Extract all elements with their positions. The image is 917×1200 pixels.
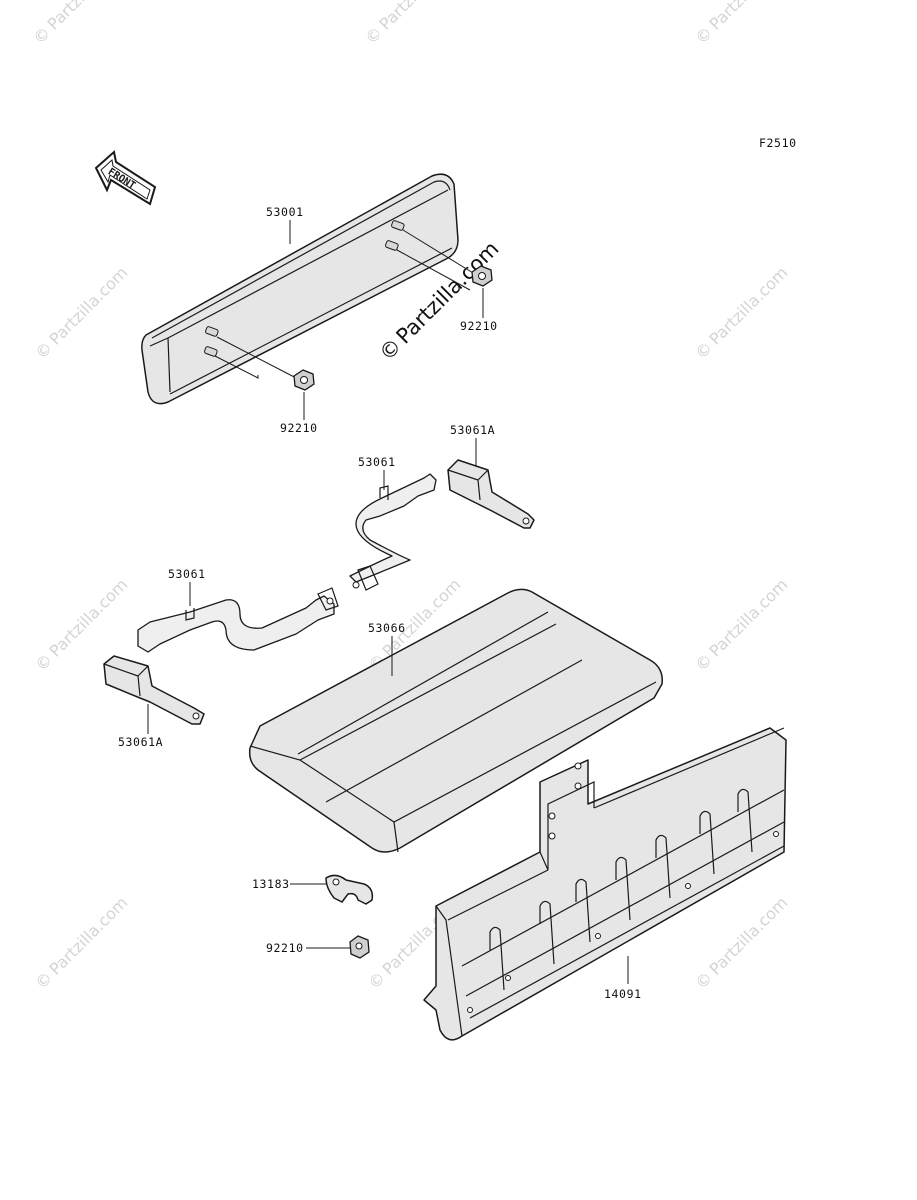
- strap-band-top: [349, 473, 437, 591]
- watermark-text: Partzilla.com: [706, 0, 792, 34]
- strap-bracket-top: [447, 459, 535, 529]
- strap-band-left: [137, 587, 339, 653]
- callout-53001: 53001: [266, 205, 304, 219]
- callout-53061A-left: 53061A: [118, 735, 163, 749]
- front-arrow: FRONT: [94, 150, 157, 206]
- callout-53061-top: 53061: [358, 455, 396, 469]
- callout-13183: 13183: [252, 877, 290, 891]
- flange-nut-bottom: [349, 935, 370, 959]
- strap-bracket-left: [103, 655, 205, 725]
- watermark-text: Partzilla.com: [376, 0, 462, 34]
- callout-14091: 14091: [604, 987, 642, 1001]
- flange-nut-left: [293, 369, 315, 391]
- callout-53066: 53066: [368, 621, 406, 635]
- watermark-text: Partzilla.com: [706, 893, 792, 979]
- mounting-studs: [204, 220, 405, 357]
- callout-92210-right: 92210: [460, 319, 498, 333]
- watermark-text: Partzilla.com: [46, 575, 132, 661]
- watermark-text: Partzilla.com: [706, 575, 792, 661]
- figure-code: F2510: [759, 136, 797, 150]
- callout-53061-left: 53061: [168, 567, 206, 581]
- watermark-text: Partzilla.com: [44, 0, 130, 34]
- watermark-text: Partzilla.com: [46, 263, 132, 349]
- callout-53061A-top: 53061A: [450, 423, 495, 437]
- callout-92210-bottom: 92210: [266, 941, 304, 955]
- watermark-text: Partzilla.com: [706, 263, 792, 349]
- clamp: [325, 874, 374, 905]
- guard-plate: [423, 727, 787, 1041]
- flange-nut-right: [471, 265, 493, 287]
- seat-pad: [248, 588, 663, 853]
- watermark-text: Partzilla.com: [46, 893, 132, 979]
- callout-92210-left: 92210: [280, 421, 318, 435]
